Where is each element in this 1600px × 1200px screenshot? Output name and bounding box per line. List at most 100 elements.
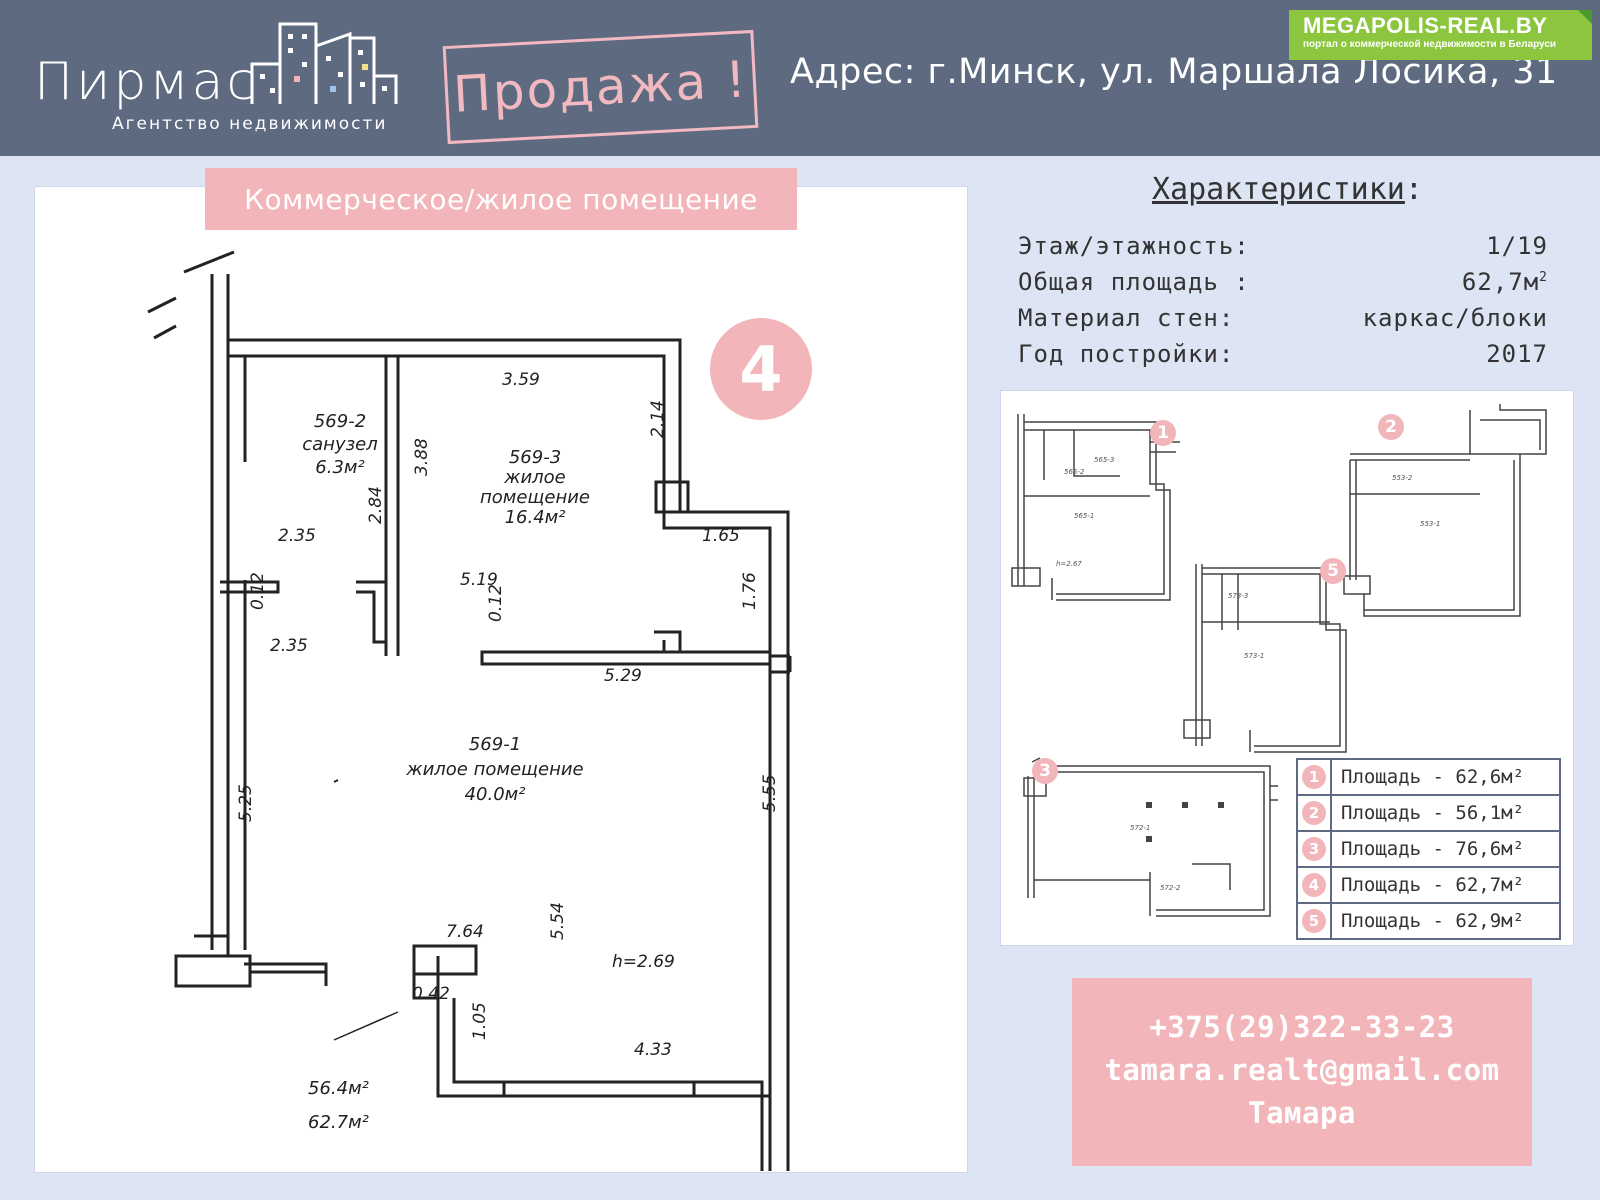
megapolis-subtitle: портал о коммерческой недвижимости в Бел… bbox=[1303, 39, 1557, 50]
megapolis-title: MEGAPOLIS-REAL.BY bbox=[1303, 13, 1548, 38]
spec-key: Материал стен: bbox=[1018, 304, 1235, 332]
svg-text:h=2.67: h=2.67 bbox=[1056, 560, 1082, 568]
plan-dimension: 2.84 bbox=[366, 486, 386, 524]
room-569-1-area: 40.0м² bbox=[464, 784, 526, 805]
plan-total-1: 56.4м² bbox=[308, 1078, 369, 1099]
specs-title-colon: : bbox=[1404, 172, 1423, 207]
room-569-2-id: 569-2 bbox=[313, 411, 367, 432]
svg-text:572-2: 572-2 bbox=[1160, 884, 1181, 892]
spec-value-text: 62,7м bbox=[1461, 268, 1540, 296]
area-row: 5 Площадь - 62,9м² bbox=[1298, 904, 1559, 938]
area-num-badge: 1 bbox=[1302, 765, 1326, 789]
plan-dimension: 7.64 bbox=[446, 922, 484, 942]
plan-dimension: 0.42 bbox=[412, 984, 450, 1004]
sale-stamp: Продажа ! bbox=[442, 29, 759, 145]
plan-dimension: 4.33 bbox=[634, 1040, 672, 1060]
variant-badge-2: 2 bbox=[1378, 414, 1404, 440]
svg-text:573-1: 573-1 bbox=[1244, 652, 1264, 660]
plan-dimension: 3.59 bbox=[502, 370, 540, 390]
room-569-1-name: жилое помещение bbox=[406, 759, 584, 780]
svg-text:553-2: 553-2 bbox=[1392, 474, 1413, 482]
plan-dimension: 2.35 bbox=[270, 636, 308, 656]
plan-dimension: 1.65 bbox=[702, 526, 740, 546]
area-text: Площадь - 62,9м² bbox=[1341, 910, 1525, 932]
room-569-1-id: 569-1 bbox=[468, 734, 522, 755]
spec-value: 62,7м2 bbox=[1462, 268, 1548, 296]
room-569-2-name: санузел bbox=[302, 434, 378, 455]
plan-dimension: 2.14 bbox=[648, 400, 668, 438]
area-num-cell: 5 bbox=[1298, 904, 1332, 938]
area-num-badge: 2 bbox=[1302, 801, 1326, 825]
specs-title: Характеристики: bbox=[1152, 172, 1423, 207]
spec-row-year: Год постройки: 2017 bbox=[1018, 340, 1548, 374]
area-num-badge: 5 bbox=[1302, 909, 1326, 933]
plan-total-2: 62.7м² bbox=[308, 1112, 369, 1133]
spec-value: каркас/блоки bbox=[1362, 304, 1548, 332]
megapolis-corner bbox=[1578, 10, 1592, 24]
svg-text:565-1: 565-1 bbox=[1074, 512, 1094, 520]
svg-text:553-1: 553-1 bbox=[1420, 520, 1440, 528]
room-569-3-id: 569-3 bbox=[508, 447, 562, 468]
area-row: 1 Площадь - 62,6м² bbox=[1298, 760, 1559, 796]
area-text: Площадь - 56,1м² bbox=[1341, 802, 1525, 824]
area-num-cell: 3 bbox=[1298, 832, 1332, 866]
plan-dimension: 2.35 bbox=[278, 526, 316, 546]
plan-dimension: 5.25 bbox=[236, 784, 256, 822]
room-569-1-label: 569-1 жилое помещение 40.0м² bbox=[400, 732, 590, 807]
spec-value: 2017 bbox=[1486, 340, 1548, 368]
specs-title-text: Характеристики bbox=[1152, 172, 1405, 207]
variant-badge-3: 3 bbox=[1032, 758, 1058, 784]
plan-dimension: 3.88 bbox=[412, 438, 432, 476]
contact-name: Тамара bbox=[1248, 1096, 1356, 1130]
spec-row-area: Общая площадь : 62,7м2 bbox=[1018, 268, 1548, 302]
plan-dimension: 1.76 bbox=[740, 572, 760, 610]
plan-dimension: 5.54 bbox=[548, 902, 568, 940]
spec-row-material: Материал стен: каркас/блоки bbox=[1018, 304, 1548, 338]
svg-text:573-3: 573-3 bbox=[1228, 592, 1248, 600]
svg-text:572-1: 572-1 bbox=[1130, 824, 1150, 832]
room-569-2-area: 6.3м² bbox=[315, 457, 365, 478]
area-num-cell: 4 bbox=[1298, 868, 1332, 902]
city-buildings-icon bbox=[250, 22, 398, 104]
spec-value-sup: 2 bbox=[1539, 270, 1548, 285]
area-row: 3 Площадь - 76,6м² bbox=[1298, 832, 1559, 868]
plan-dimension: 0.12 bbox=[248, 572, 268, 610]
plan-dimension: 5.19 bbox=[460, 570, 498, 590]
spec-key: Год постройки: bbox=[1018, 340, 1235, 368]
plan-label: Коммерческое/жилое помещение bbox=[205, 168, 797, 230]
plan-dimension: 5.55 bbox=[760, 774, 780, 812]
area-row: 2 Площадь - 56,1м² bbox=[1298, 796, 1559, 832]
area-text: Площадь - 62,7м² bbox=[1341, 874, 1525, 896]
spec-key: Общая площадь : bbox=[1018, 268, 1250, 296]
floor-plan-panel bbox=[34, 186, 968, 1173]
area-num-cell: 1 bbox=[1298, 760, 1332, 794]
brand-subtitle: Агентство недвижимости bbox=[112, 114, 388, 134]
spec-row-floor: Этаж/этажность: 1/19 bbox=[1018, 232, 1548, 266]
plan-dimension: 5.29 bbox=[604, 666, 642, 686]
contact-email[interactable]: tamara.realt@gmail.com bbox=[1104, 1053, 1500, 1087]
room-569-2-label: 569-2 санузел 6.3м² bbox=[292, 410, 388, 479]
contact-phone[interactable]: +375(29)322-33-23 bbox=[1149, 1010, 1455, 1044]
megapolis-badge[interactable]: MEGAPOLIS-REAL.BY портал о коммерческой … bbox=[1289, 10, 1592, 60]
spec-value: 1/19 bbox=[1486, 232, 1548, 260]
svg-text:565-2: 565-2 bbox=[1064, 468, 1085, 476]
plan-dimension: 1.05 bbox=[470, 1002, 490, 1040]
variant-plans-drawing: 565-2 565-3 565-1 h=2.67 553-2 553-1 573-3 5… bbox=[1011, 404, 1547, 917]
svg-text:565-3: 565-3 bbox=[1094, 456, 1114, 464]
contact-box: +375(29)322-33-23 tamara.realt@gmail.com… bbox=[1072, 978, 1532, 1166]
plan-number-badge: 4 bbox=[710, 318, 812, 420]
brand-name: Пирмас bbox=[34, 52, 259, 112]
area-text: Площадь - 76,6м² bbox=[1341, 838, 1525, 860]
variant-badge-5: 5 bbox=[1320, 558, 1346, 584]
room-569-3-label: 569-3 жилое помещение 16.4м² bbox=[470, 448, 600, 528]
room-569-3-name1: жилое bbox=[504, 467, 566, 488]
room-569-3-area: 16.4м² bbox=[504, 507, 566, 528]
plan-dimension: 0.12 bbox=[486, 584, 506, 622]
area-num-cell: 2 bbox=[1298, 796, 1332, 830]
spec-key: Этаж/этажность: bbox=[1018, 232, 1250, 260]
area-num-badge: 4 bbox=[1302, 873, 1326, 897]
area-num-badge: 3 bbox=[1302, 837, 1326, 861]
room-569-3-name2: помещение bbox=[479, 487, 590, 508]
area-text: Площадь - 62,6м² bbox=[1341, 766, 1525, 788]
